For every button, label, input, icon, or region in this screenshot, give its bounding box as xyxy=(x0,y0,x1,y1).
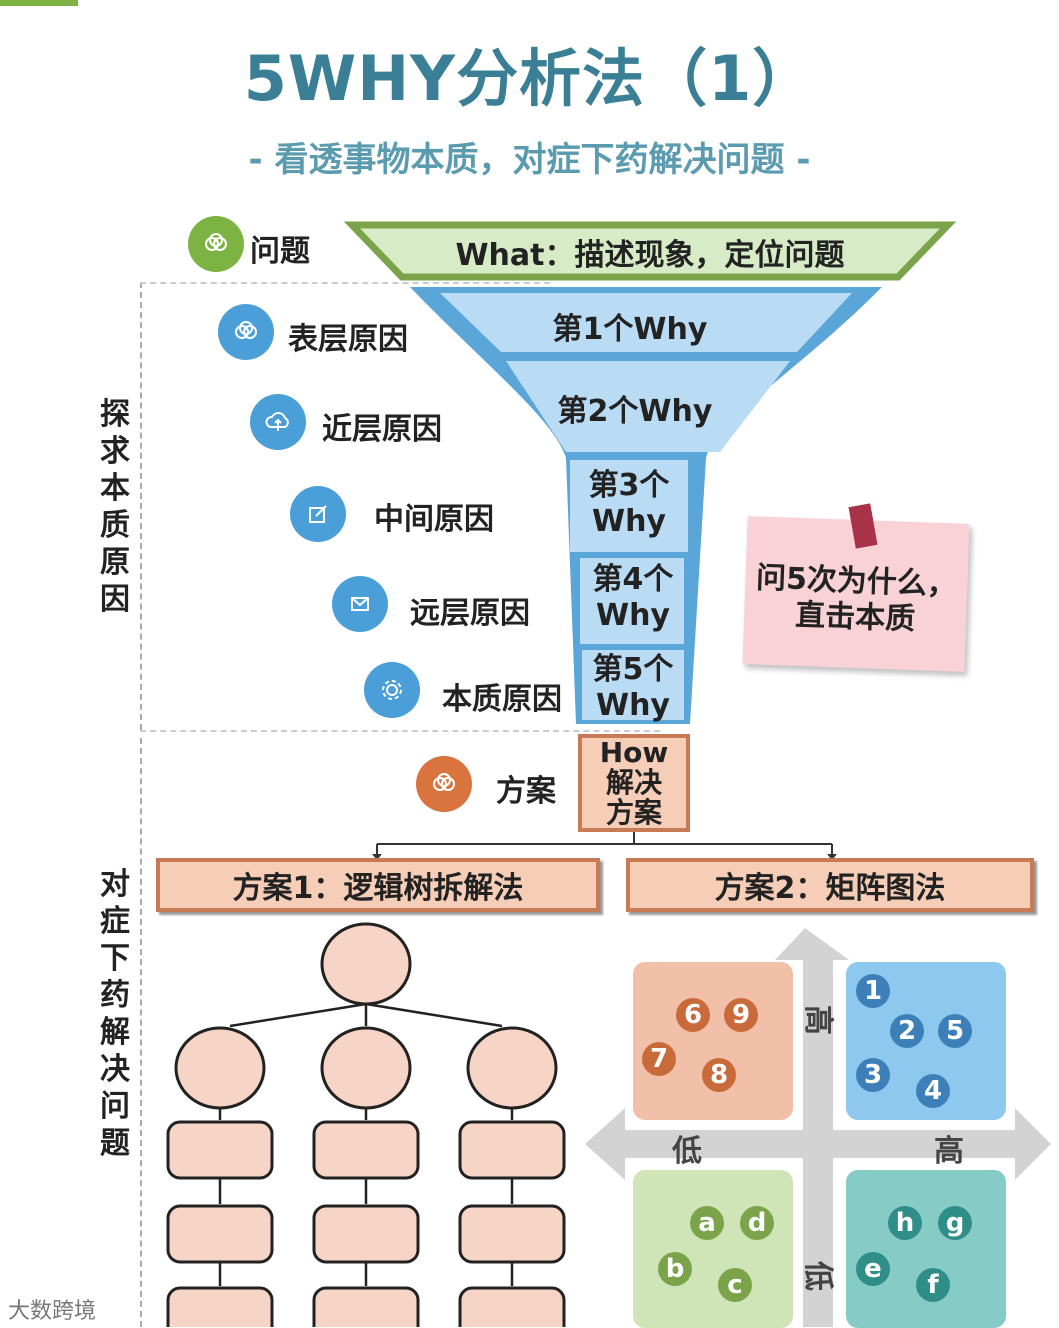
why2-band xyxy=(506,361,790,452)
tree-branch-node xyxy=(320,1026,412,1110)
page-subtitle: - 看透事物本质，对症下药解决问题 - xyxy=(248,140,811,180)
corner-accent xyxy=(0,0,78,6)
tree-leaf-node xyxy=(312,1286,420,1327)
matrix-item: 6 xyxy=(676,998,710,1032)
matrix-item: 2 xyxy=(890,1014,924,1048)
section-divider xyxy=(140,730,660,732)
funnel-diagram xyxy=(343,221,957,724)
plan-connector xyxy=(372,832,837,860)
matrix-item: 5 xyxy=(938,1014,972,1048)
how-box: How 解决 方案 xyxy=(578,734,690,832)
edit-icon xyxy=(290,486,346,542)
matrix-item: 7 xyxy=(642,1042,676,1076)
axis-low-horizontal: 低 xyxy=(672,1134,702,1169)
what-label: What：描述现象，定位问题 xyxy=(455,238,845,273)
matrix-item: g xyxy=(938,1206,972,1240)
matrix-item: 1 xyxy=(856,974,890,1008)
matrix-item: 8 xyxy=(702,1058,736,1092)
what-trapezoid xyxy=(343,221,957,281)
far-cause-label: 远层原因 xyxy=(410,596,530,631)
tree-branch-node xyxy=(466,1026,558,1110)
matrix-item: h xyxy=(888,1206,922,1240)
tree-root-node xyxy=(320,922,412,1006)
matrix-item: 3 xyxy=(856,1058,890,1092)
overlap-circles-icon xyxy=(188,216,244,272)
mail-icon xyxy=(332,576,388,632)
problem-label: 问题 xyxy=(250,234,310,269)
axis-high-horizontal: 高 xyxy=(934,1134,964,1169)
why5-band xyxy=(582,650,684,720)
quadrant-bottom-left xyxy=(633,1170,793,1328)
why4-band xyxy=(580,558,684,644)
tree-leaf-node xyxy=(166,1286,274,1327)
tree-leaf-node xyxy=(458,1204,566,1264)
logic-tree xyxy=(166,922,566,1327)
matrix-item: e xyxy=(856,1252,890,1286)
plan2-box: 方案2：矩阵图法 xyxy=(626,858,1034,912)
solve-vertical-label: 对症下药解决问题 xyxy=(98,866,132,1162)
explore-bracket xyxy=(140,282,142,730)
watermark: 大数跨境 xyxy=(8,1299,97,1324)
tree-leaf-node xyxy=(312,1120,420,1180)
why3-band xyxy=(570,460,688,552)
solve-bracket xyxy=(140,738,142,1327)
axis-low-vertical: 低 xyxy=(800,1261,835,1291)
surface-cause-label: 表层原因 xyxy=(288,322,408,357)
essence-cause-label: 本质原因 xyxy=(442,682,562,717)
explore-bracket-top xyxy=(140,282,550,284)
cloud-upload-icon xyxy=(250,394,306,450)
quadrant-top-left xyxy=(633,962,793,1120)
tree-leaf-node xyxy=(166,1120,274,1180)
why2-label: 第2个Why xyxy=(557,394,713,429)
solution-label: 方案 xyxy=(496,774,556,809)
quadrant-bottom-right xyxy=(846,1170,1006,1328)
matrix-item: 4 xyxy=(916,1074,950,1108)
matrix-item: d xyxy=(740,1206,774,1240)
middle-cause-label: 中间原因 xyxy=(374,502,494,537)
tree-leaf-node xyxy=(458,1286,566,1327)
tree-leaf-node xyxy=(458,1120,566,1180)
matrix-item: b xyxy=(658,1252,692,1286)
why1-label: 第1个Why xyxy=(552,312,708,347)
plan1-box: 方案1：逻辑树拆解法 xyxy=(156,858,600,912)
near-cause-label: 近层原因 xyxy=(322,412,442,447)
page-title: 5WHY分析法（1） xyxy=(243,42,816,115)
explore-vertical-label: 探求本质原因 xyxy=(98,396,132,618)
tree-leaf-node xyxy=(312,1204,420,1264)
tree-leaf-node xyxy=(166,1204,274,1264)
matrix-item: f xyxy=(916,1268,950,1302)
matrix-axes xyxy=(585,928,1051,1327)
why1-band xyxy=(440,293,852,352)
tree-branch-node xyxy=(174,1026,266,1110)
matrix-item: c xyxy=(718,1268,752,1302)
matrix-item: a xyxy=(690,1206,724,1240)
overlap-circles-icon xyxy=(416,756,472,812)
overlap-circles-icon xyxy=(218,304,274,360)
axis-high-vertical: 高 xyxy=(800,1005,835,1035)
matrix-item: 9 xyxy=(724,998,758,1032)
gear-icon xyxy=(364,662,420,718)
